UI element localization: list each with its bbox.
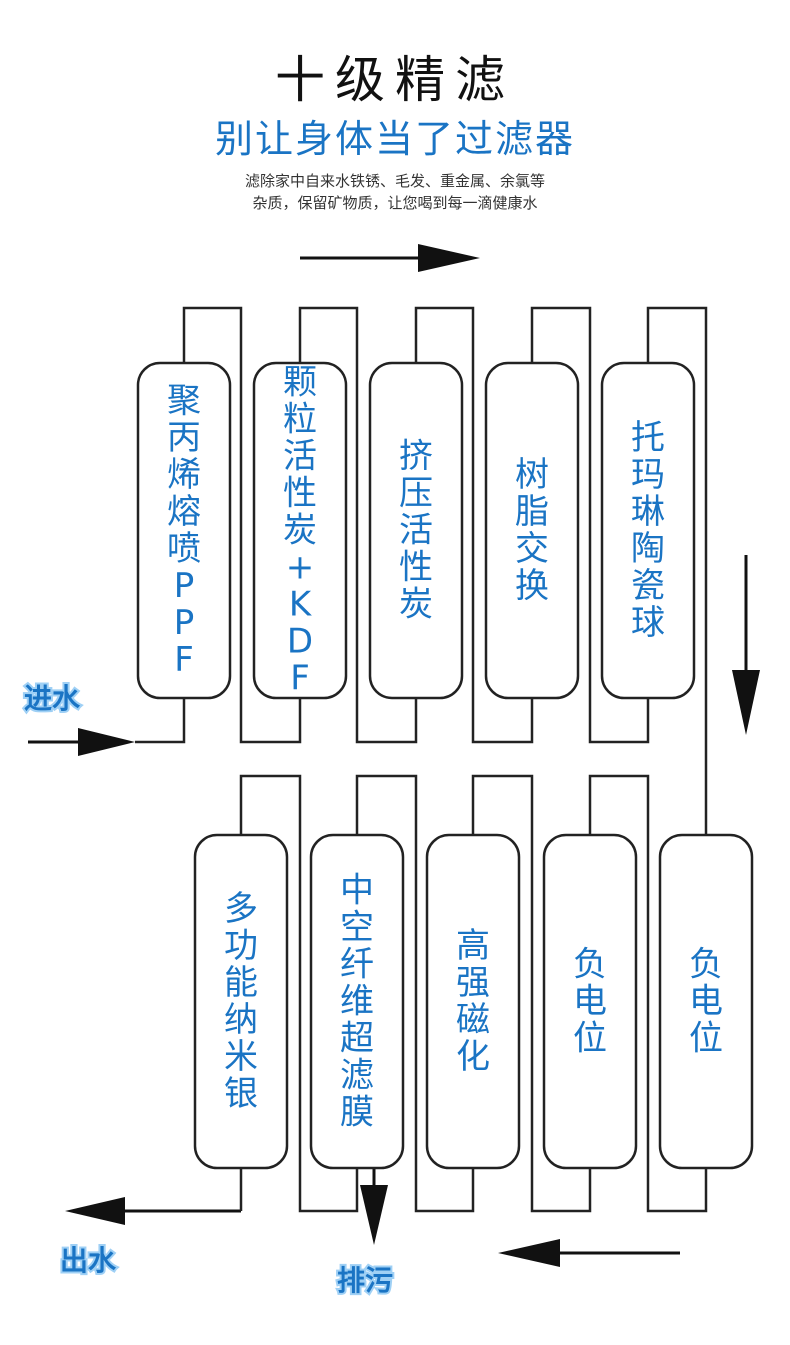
pipes-bottom-row: [239, 774, 708, 1213]
filter-body: [136, 361, 232, 700]
page-title: 十级精滤: [275, 51, 515, 109]
page-subtitle: 别让身体当了过滤器: [214, 117, 575, 161]
drain-arrow: [360, 1168, 388, 1245]
pipes-top-row: [135, 306, 708, 835]
flow-arrow-bottom: [498, 1239, 680, 1267]
filter-body: [600, 361, 696, 700]
filter-label: 树脂交换: [515, 455, 549, 606]
filter-label: 高强磁化: [456, 926, 490, 1077]
filter-cartridge: 负电位: [658, 833, 754, 1170]
filter-body: [368, 361, 464, 700]
filter-label: 多功能纳米银: [224, 889, 258, 1114]
filter-label: 挤压活性炭: [399, 437, 433, 625]
filter-label: 负电位: [689, 945, 723, 1059]
filter-cartridge: 高强磁化: [425, 833, 521, 1170]
outlet-arrow: [65, 1197, 241, 1225]
flow-arrow-right-down: [732, 555, 760, 735]
description-line-1: 滤除家中自来水铁锈、毛发、重金属、余氯等: [244, 172, 545, 190]
filter-cartridge: 树脂交换: [484, 361, 580, 700]
inlet-label: 进水: [24, 682, 81, 715]
filter-cartridge: 中空纤维超滤膜: [309, 833, 405, 1170]
outlet-label: 出水: [60, 1244, 117, 1277]
description-line-2: 杂质，保留矿物质，让您喝到每一滴健康水: [252, 194, 538, 212]
filter-label: 负电位: [573, 945, 607, 1059]
filter-cartridge: 挤压活性炭: [368, 361, 464, 700]
filter-body: [252, 361, 348, 700]
filter-body: [193, 833, 289, 1170]
filter-cartridge: 多功能纳米银: [193, 833, 289, 1170]
flow-arrow-top: [300, 244, 480, 272]
filters-bottom-row: 多功能纳米银 中空纤维超滤膜 高强磁化 负电位 负电位: [193, 833, 754, 1170]
filter-cartridge: 托玛琳陶瓷球: [600, 361, 696, 700]
filter-body: [484, 361, 580, 700]
filter-label: 托玛琳陶瓷球: [631, 418, 665, 643]
filter-body: [309, 833, 405, 1170]
inlet-arrow: [28, 728, 135, 756]
filter-body: [425, 833, 521, 1170]
filter-cartridge: 负电位: [542, 833, 638, 1170]
filter-body: [658, 833, 754, 1170]
filter-label: 中空纤维超滤膜: [340, 871, 374, 1133]
filter-body: [542, 833, 638, 1170]
drain-label: 排污: [337, 1264, 393, 1297]
